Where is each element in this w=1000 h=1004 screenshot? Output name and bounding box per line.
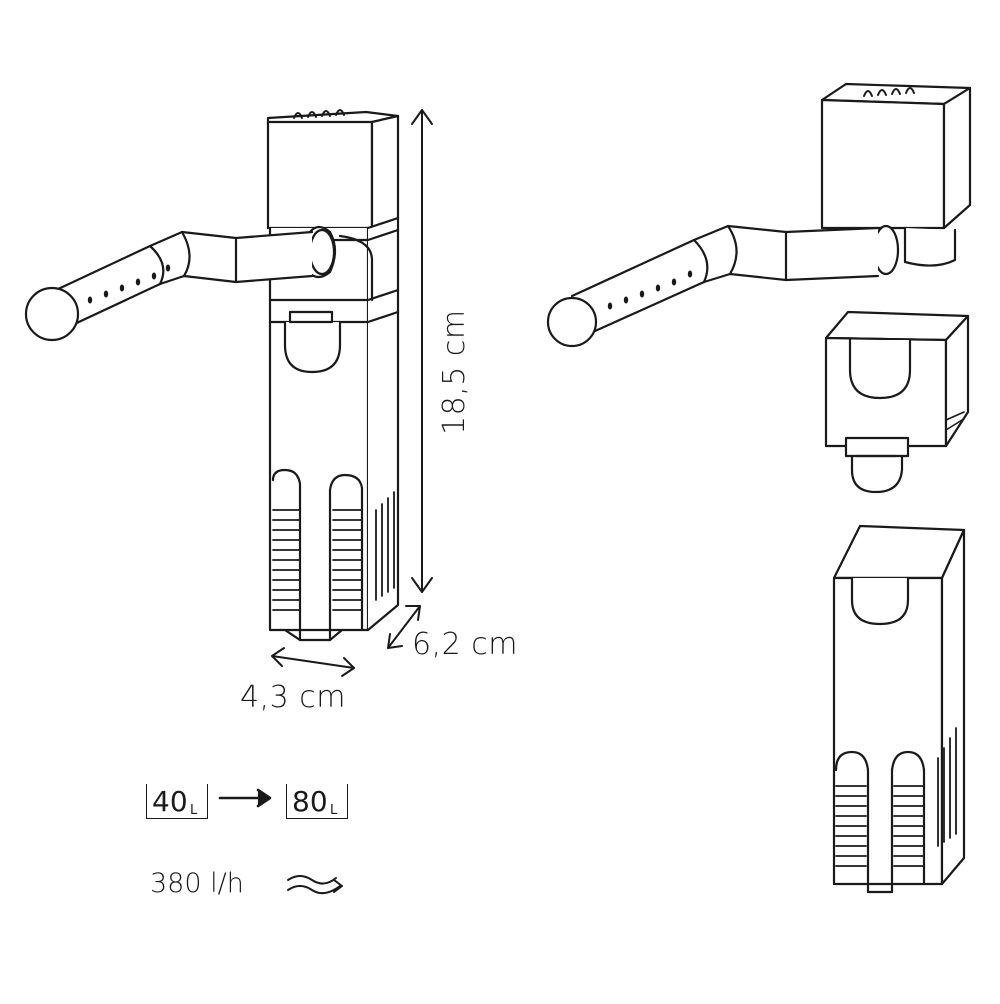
volume-range-arrow-icon	[218, 788, 272, 808]
max-volume-value: 80	[292, 785, 328, 818]
width-dimension-arrow	[271, 647, 355, 677]
exploded-motor-head	[546, 82, 972, 348]
exploded-filter-body	[832, 524, 966, 894]
flow-rate-label: 380 l/h	[150, 868, 244, 899]
min-volume-box	[146, 784, 208, 819]
flow-icon	[287, 875, 343, 895]
exploded-impeller-housing	[824, 310, 970, 494]
max-volume-unit: L	[330, 803, 338, 818]
min-volume-unit: L	[190, 803, 198, 818]
depth-dimension-arrow	[387, 605, 421, 649]
assembled-filter	[24, 109, 400, 642]
depth-label: 6,2 cm	[412, 627, 518, 662]
height-label: 18,5 cm	[437, 309, 472, 435]
min-volume-value: 40	[152, 785, 188, 818]
width-label: 4,3 cm	[240, 680, 346, 715]
max-volume-box	[286, 784, 348, 819]
height-dimension-arrow	[411, 109, 433, 593]
